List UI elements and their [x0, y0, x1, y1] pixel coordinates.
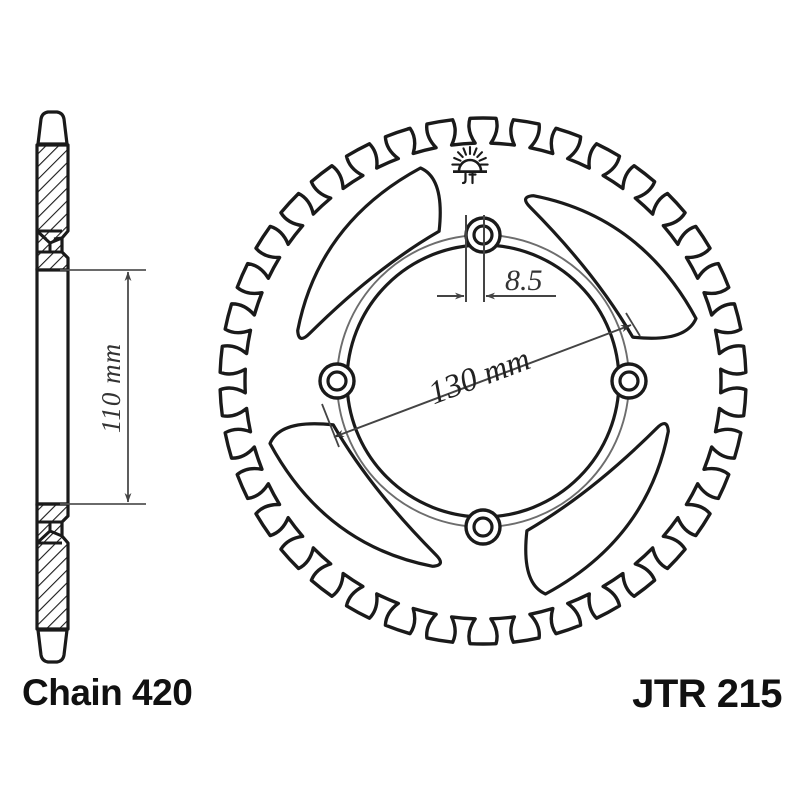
sun-rays-icon [451, 145, 489, 166]
dim-line-130 [333, 324, 632, 438]
dimension-110mm-label: 110 mm [96, 343, 126, 433]
bolt-hole [464, 508, 502, 546]
bolt-hole-bore [618, 370, 640, 392]
side-view-top-tip [36, 110, 69, 146]
dimension-8_5: 8.5 [437, 215, 556, 302]
chain-label: Chain 420 [22, 672, 193, 713]
side-view-top-chamfer [35, 229, 63, 252]
lightening-slot [524, 194, 698, 340]
side-view-bottom-notch [35, 520, 64, 545]
jt-monogram [461, 172, 477, 185]
leader-130-left [321, 403, 340, 448]
lightening-slot [296, 166, 442, 340]
lightening-slot [524, 422, 670, 596]
bolt-hole [318, 362, 356, 400]
lightening-slots-group [268, 166, 698, 596]
bolt-hole-bore [472, 516, 494, 538]
sunrise-logo [451, 145, 489, 185]
sprocket-face-group: 8.5 130 mm [218, 116, 748, 646]
side-view-group: 110 mm [35, 110, 146, 664]
leader-130-right [625, 312, 641, 337]
lightening-slot [268, 422, 442, 568]
part-number-label: JTR 215 [632, 672, 782, 716]
side-view-bottom-tip [36, 628, 69, 664]
dimension-110mm: 110 mm [60, 269, 146, 505]
sun-dome-icon [457, 158, 483, 172]
side-view-plate [35, 268, 70, 506]
bolt-hole [610, 362, 648, 400]
dimension-8_5-label: 8.5 [505, 264, 543, 297]
bolt-hole-bore [326, 370, 348, 392]
